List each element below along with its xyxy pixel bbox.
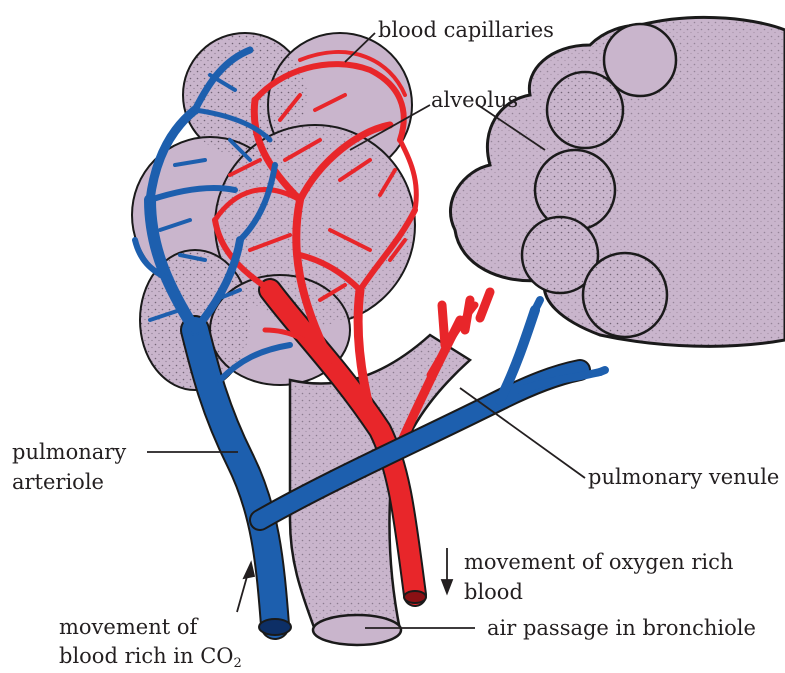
label-pulmonary-arteriole-line2: arteriole (12, 468, 104, 497)
arrow-co2-up (237, 573, 248, 612)
label-pulmonary-arteriole-line1: pulmonary (12, 438, 126, 467)
label-alveolus: alveolus (431, 86, 518, 115)
label-oxygen-rich-line2: blood (464, 578, 523, 607)
label-oxygen-rich-line1: movement of oxygen rich (464, 548, 733, 577)
label-pulmonary-venule: pulmonary venule (588, 463, 779, 492)
label-blood-capillaries: blood capillaries (378, 16, 554, 45)
label-co2-subscript: 2 (233, 656, 241, 671)
label-co2-rich-line2: blood rich in CO2 (59, 642, 242, 673)
label-co2-rich-text: blood rich in CO (59, 644, 233, 668)
label-co2-rich-line1: movement of (59, 613, 197, 642)
alveolar-sac-cluster (450, 17, 785, 346)
leader-pulmonary-venule (460, 388, 585, 478)
label-air-passage: air passage in bronchiole (487, 614, 756, 643)
